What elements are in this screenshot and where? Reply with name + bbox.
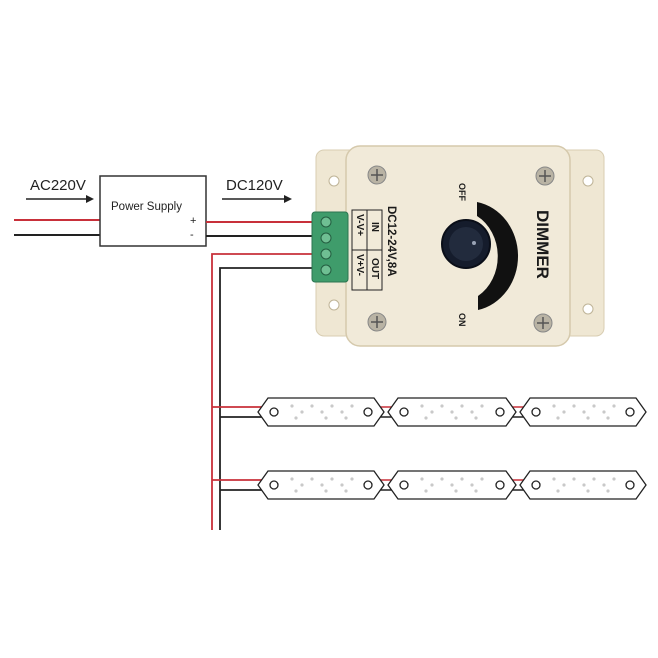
led-strip-segment — [387, 470, 517, 500]
mounting-hole — [582, 303, 594, 315]
in-label: IN — [369, 222, 380, 232]
out-terminals-label: V+V- — [354, 254, 365, 276]
led-dot — [420, 404, 484, 420]
minus-label: - — [190, 229, 194, 241]
output-trunk-wires — [211, 253, 314, 530]
power-supply-label: Power Supply — [111, 201, 182, 213]
dimming-arc — [477, 202, 519, 310]
dimmer-device: IN OUT V-V+ V+V- DC12-24V,8A DIMMER OFF … — [311, 145, 605, 347]
rating-label: DC12-24V,8A — [385, 206, 397, 277]
led-dot — [552, 404, 616, 420]
led-dot — [290, 477, 354, 493]
mounting-hole — [328, 299, 340, 311]
dimmer-knob[interactable] — [441, 219, 491, 269]
plus-label: + — [190, 215, 196, 227]
ac-input-wires — [14, 219, 100, 236]
dc-output-label: DC120V — [226, 177, 283, 194]
dimmer-title: DIMMER — [533, 210, 552, 279]
terminal-screw — [320, 248, 332, 260]
screw-icon — [533, 313, 553, 333]
terminal-block — [311, 211, 349, 283]
screw-icon — [367, 165, 387, 185]
terminal-screw — [320, 264, 332, 276]
ac-input-label: AC220V — [30, 177, 86, 194]
terminal-label-table — [351, 209, 383, 291]
led-dot — [420, 477, 484, 493]
led-strip-row — [212, 470, 647, 500]
screw-icon — [367, 312, 387, 332]
terminal-screw — [320, 232, 332, 244]
dc-arrow-icon — [222, 195, 292, 203]
screw-icon — [535, 166, 555, 186]
led-strip-row — [212, 397, 647, 427]
led-strip-segment — [387, 397, 517, 427]
led-strip-segment — [519, 470, 647, 500]
on-label: ON — [457, 313, 467, 327]
led-strip-segment — [257, 397, 385, 427]
led-dot — [552, 477, 616, 493]
ac-arrow-icon — [26, 195, 94, 203]
led-strip-segment — [519, 397, 647, 427]
power-supply-box — [99, 175, 207, 247]
mounting-hole — [582, 175, 594, 187]
in-terminals-label: V-V+ — [354, 214, 365, 236]
mounting-hole — [328, 175, 340, 187]
terminal-screw — [320, 216, 332, 228]
led-strip-segment — [257, 470, 385, 500]
off-label: OFF — [457, 183, 467, 201]
led-dot — [290, 404, 354, 420]
out-label: OUT — [369, 258, 380, 279]
